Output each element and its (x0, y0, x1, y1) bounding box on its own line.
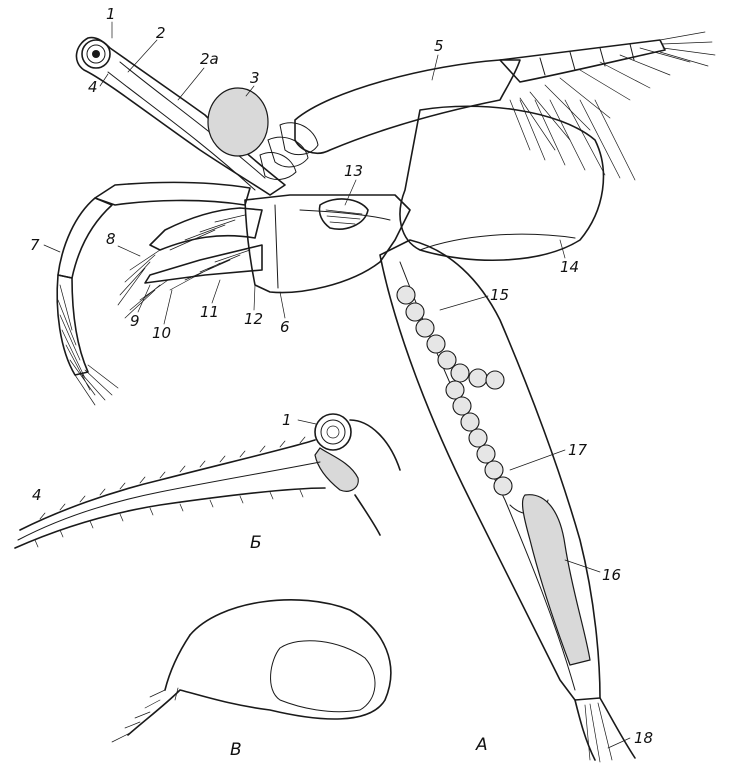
eye-icon-b (315, 414, 351, 450)
label-13: 13 (344, 162, 363, 180)
label-b-1: 1 (282, 411, 292, 429)
label-6: 6 (280, 318, 290, 336)
label-8: 8 (106, 230, 116, 248)
label-15: 15 (490, 286, 509, 304)
panel-label-b: Б (250, 533, 262, 553)
abdomen (380, 240, 635, 762)
eye-stalk (76, 37, 285, 195)
appendage-5 (295, 32, 715, 260)
label-17: 17 (568, 441, 588, 459)
label-4: 4 (88, 78, 98, 96)
label-18: 18 (634, 729, 653, 747)
label-7: 7 (30, 236, 40, 254)
appendage-7 (57, 182, 250, 405)
label-1: 1 (106, 5, 116, 23)
panel-b-drawing: 1 4 Б (15, 411, 400, 553)
label-11: 11 (200, 303, 219, 321)
antenna-8-12 (118, 208, 262, 318)
panel-v-drawing: В (112, 600, 391, 760)
stippled-organ-3 (208, 88, 268, 156)
label-12: 12 (244, 310, 263, 328)
label-5: 5 (434, 37, 444, 55)
panel-label-v: В (230, 740, 242, 760)
label-10: 10 (152, 324, 171, 342)
label-16: 16 (602, 566, 621, 584)
label-3: 3 (250, 69, 260, 87)
panel-a-drawing: 1 2 2a 3 4 5 13 7 8 9 10 11 12 6 14 15 1… (30, 5, 715, 762)
eggs (397, 286, 512, 495)
label-b-4: 4 (32, 486, 42, 504)
label-2a: 2a (200, 50, 219, 68)
label-9: 9 (130, 312, 140, 330)
label-14: 14 (560, 258, 579, 276)
label-2: 2 (156, 24, 166, 42)
panel-label-a: А (475, 735, 488, 755)
